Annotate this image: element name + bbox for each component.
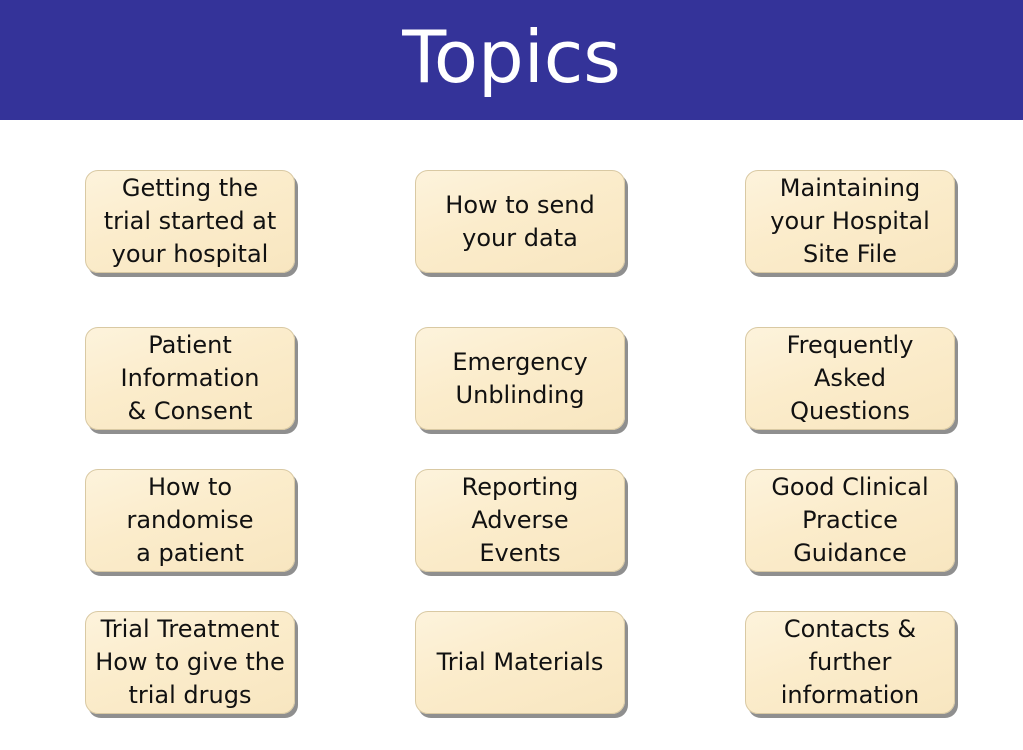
topic-button-emergency-unblinding[interactable]: Emergency Unblinding	[415, 327, 625, 430]
topic-label: Patient Information & Consent	[120, 331, 260, 425]
topic-label: Trial Materials	[436, 648, 604, 676]
topic-button-send-data[interactable]: How to send your data	[415, 170, 625, 273]
topic-button-contacts[interactable]: Contacts & further information	[745, 611, 955, 714]
topic-button-getting-started[interactable]: Getting the trial started at your hospit…	[85, 170, 295, 273]
topic-label: Getting the trial started at your hospit…	[103, 174, 277, 268]
topic-label: Emergency Unblinding	[452, 347, 588, 409]
topic-button-randomise[interactable]: How to randomise a patient	[85, 469, 295, 572]
topic-label: Maintaining your Hospital Site File	[770, 174, 930, 268]
topic-label: How to randomise a patient	[126, 473, 254, 567]
title-banner: Topics	[0, 0, 1023, 120]
topic-label: Contacts & further information	[780, 615, 920, 709]
topic-label: Reporting Adverse Events	[461, 473, 579, 567]
topic-button-adverse-events[interactable]: Reporting Adverse Events	[415, 469, 625, 572]
topic-button-gcp-guidance[interactable]: Good Clinical Practice Guidance	[745, 469, 955, 572]
topic-label: Trial Treatment How to give the trial dr…	[95, 615, 285, 709]
page-title: Topics	[402, 15, 621, 99]
topic-button-faq[interactable]: Frequently Asked Questions	[745, 327, 955, 430]
topic-label: Good Clinical Practice Guidance	[771, 473, 929, 567]
topic-button-patient-consent[interactable]: Patient Information & Consent	[85, 327, 295, 430]
topic-label: How to send your data	[445, 190, 595, 252]
topic-button-trial-materials[interactable]: Trial Materials	[415, 611, 625, 714]
topic-button-trial-treatment[interactable]: Trial Treatment How to give the trial dr…	[85, 611, 295, 714]
topic-label: Frequently Asked Questions	[786, 331, 914, 425]
topic-button-site-file[interactable]: Maintaining your Hospital Site File	[745, 170, 955, 273]
